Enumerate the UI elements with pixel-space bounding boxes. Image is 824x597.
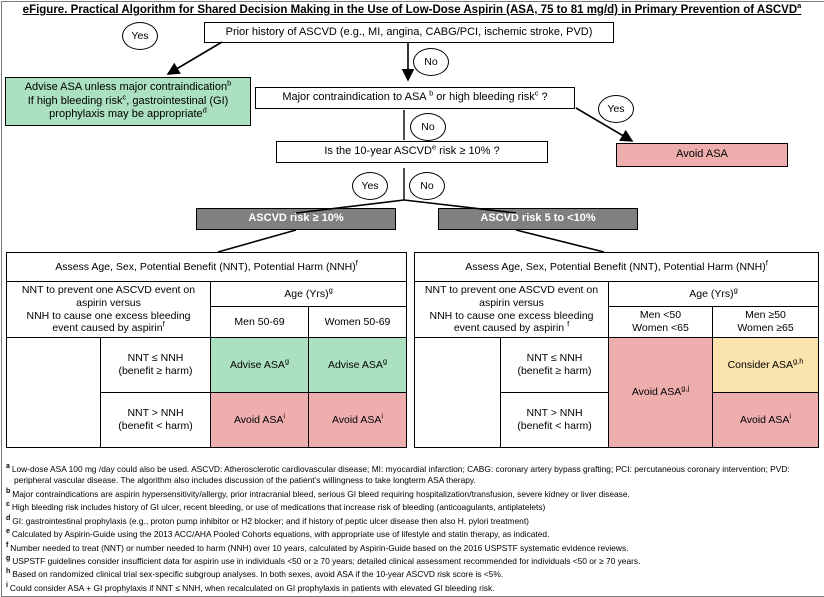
cell-advise-asa-women-50-69: Advise ASAg bbox=[309, 338, 407, 393]
right-table-header: Assess Age, Sex, Potential Benefit (NNT)… bbox=[415, 253, 819, 282]
table-intermediate-risk: Assess Age, Sex, Potential Benefit (NNT)… bbox=[414, 252, 819, 448]
table-row: NNT ≤ NNH (benefit ≥ harm) Advise ASAg A… bbox=[7, 338, 407, 393]
advise-line-2: If high bleeding riskc, gastrointestinal… bbox=[28, 95, 229, 109]
left-table-cond-benefit-lt-harm: NNT > NNH (benefit < harm) bbox=[101, 393, 211, 448]
footnote-text: USPSTF guidelines consider insufficient … bbox=[12, 556, 640, 566]
right-table-age-group-header: Age (Yrs)g bbox=[609, 282, 819, 307]
table-row: Assess Age, Sex, Potential Benefit (NNT)… bbox=[7, 253, 407, 282]
advise-line-3: prophylaxis may be appropriated bbox=[49, 108, 207, 122]
node-ten-year-risk-question[interactable]: Is the 10-year ASCVDe risk ≥ 10% ? bbox=[276, 141, 548, 163]
cell-consider-asa-older: Consider ASAg,h bbox=[713, 338, 819, 393]
cell-avoid-asa-younger-merged: Avoid ASAg,j bbox=[609, 338, 713, 448]
band-ascvd-risk-intermediate[interactable]: ASCVD risk 5 to <10% bbox=[438, 208, 638, 230]
node-avoid-asa-label: Avoid ASA bbox=[676, 148, 728, 162]
node-prior-history-label: Prior history of ASCVD (e.g., MI, angina… bbox=[226, 26, 593, 40]
footnote-f: f Number needed to treat (NNT) or number… bbox=[6, 541, 818, 554]
cell-avoid-asa-men-50-69: Avoid ASAi bbox=[211, 393, 309, 448]
branch-no-prior-history[interactable]: No bbox=[413, 48, 449, 76]
node-advise-asa-unless-contraindication[interactable]: Advise ASA unless major contraindication… bbox=[5, 77, 251, 126]
right-table-stub: NNT to prevent one ASCVD event on aspiri… bbox=[415, 282, 609, 338]
node-major-contraindication[interactable]: Major contraindication to ASA b or high … bbox=[255, 87, 575, 109]
right-table-cond-benefit-lt-harm: NNT > NNH (benefit < harm) bbox=[501, 393, 609, 448]
left-table-header: Assess Age, Sex, Potential Benefit (NNT)… bbox=[7, 253, 407, 282]
figure-title-text: eFigure. Practical Algorithm for Shared … bbox=[23, 4, 797, 16]
branch-yes-prior-history[interactable]: Yes bbox=[122, 22, 158, 50]
branch-yes-ten-year-risk[interactable]: Yes bbox=[352, 172, 388, 200]
right-table-blank-cell bbox=[415, 338, 501, 448]
node-major-contraindication-label: Major contraindication to ASA b or high … bbox=[282, 91, 547, 105]
footnote-h: h Based on randomized clinical trial sex… bbox=[6, 567, 818, 580]
footnote-text: GI: gastrointestinal prophylaxis (e.g., … bbox=[12, 515, 529, 525]
branch-label: Yes bbox=[131, 30, 148, 42]
left-table-blank-cell bbox=[7, 338, 101, 448]
band-label: ASCVD risk ≥ 10% bbox=[248, 212, 343, 226]
table-row: NNT to prevent one ASCVD event on aspiri… bbox=[415, 282, 819, 307]
footnote-text: Could consider ASA + GI prophylaxis if N… bbox=[10, 583, 495, 593]
footnote-e: e Calculated by Aspirin-Guide using the … bbox=[6, 527, 818, 540]
node-prior-history-ascvd[interactable]: Prior history of ASCVD (e.g., MI, angina… bbox=[204, 22, 614, 43]
left-table-col-men: Men 50-69 bbox=[211, 307, 309, 338]
footnote-d: d GI: gastrointestinal prophylaxis (e.g.… bbox=[6, 514, 818, 527]
right-table-cond-benefit-ge-harm: NNT ≤ NNH (benefit ≥ harm) bbox=[501, 338, 609, 393]
left-table-col-women: Women 50-69 bbox=[309, 307, 407, 338]
footnote-b: b Major contraindications are aspirin hy… bbox=[6, 487, 818, 500]
table-high-risk: Assess Age, Sex, Potential Benefit (NNT)… bbox=[6, 252, 407, 448]
footnote-text: Calculated by Aspirin-Guide using the 20… bbox=[12, 529, 550, 539]
band-ascvd-risk-high[interactable]: ASCVD risk ≥ 10% bbox=[196, 208, 396, 230]
cell-advise-asa-men-50-69: Advise ASAg bbox=[211, 338, 309, 393]
band-label: ASCVD risk 5 to <10% bbox=[480, 212, 595, 226]
footnote-text: High bleeding risk includes history of G… bbox=[12, 502, 546, 512]
footnote-text: Major contraindications are aspirin hype… bbox=[12, 488, 630, 498]
branch-yes-contraindication[interactable]: Yes bbox=[598, 95, 634, 123]
node-avoid-asa[interactable]: Avoid ASA bbox=[616, 143, 788, 167]
figure-title-marker: a bbox=[797, 1, 801, 10]
advise-line-1: Advise ASA unless major contraindication… bbox=[25, 81, 232, 95]
branch-label: Yes bbox=[361, 180, 378, 192]
table-row: NNT to prevent one ASCVD event on aspiri… bbox=[7, 282, 407, 307]
figure-title: eFigure. Practical Algorithm for Shared … bbox=[0, 4, 824, 16]
left-table-age-group-header: Age (Yrs)g bbox=[211, 282, 407, 307]
branch-label: No bbox=[421, 121, 434, 133]
cell-avoid-asa-older: Avoid ASAi bbox=[713, 393, 819, 448]
right-table-col-older: Men ≥50 Women ≥65 bbox=[713, 307, 819, 338]
footnote-text: Based on randomized clinical trial sex-s… bbox=[12, 569, 503, 579]
branch-label: Yes bbox=[607, 103, 624, 115]
table-row: NNT ≤ NNH (benefit ≥ harm) Avoid ASAg,j … bbox=[415, 338, 819, 393]
cell-avoid-asa-women-50-69: Avoid ASAi bbox=[309, 393, 407, 448]
left-table-stub: NNT to prevent one ASCVD event on aspiri… bbox=[7, 282, 211, 338]
left-table-cond-benefit-ge-harm: NNT ≤ NNH (benefit ≥ harm) bbox=[101, 338, 211, 393]
branch-no-contraindication[interactable]: No bbox=[410, 113, 446, 141]
footnote-g: g USPSTF guidelines consider insufficien… bbox=[6, 554, 818, 567]
footnote-i: i Could consider ASA + GI prophylaxis if… bbox=[6, 581, 818, 594]
footnote-text: Low-dose ASA 100 mg /day could also be u… bbox=[12, 464, 790, 485]
footnote-a: a Low-dose ASA 100 mg /day could also be… bbox=[6, 462, 818, 486]
branch-label: No bbox=[420, 180, 433, 192]
footnote-text: Number needed to treat (NNT) or number n… bbox=[10, 542, 628, 552]
footnote-c: c High bleeding risk includes history of… bbox=[6, 500, 818, 513]
right-table-col-younger: Men <50 Women <65 bbox=[609, 307, 713, 338]
table-row: Assess Age, Sex, Potential Benefit (NNT)… bbox=[415, 253, 819, 282]
branch-label: No bbox=[424, 56, 437, 68]
branch-no-ten-year-risk[interactable]: No bbox=[409, 172, 445, 200]
node-ten-year-risk-label: Is the 10-year ASCVDe risk ≥ 10% ? bbox=[324, 145, 499, 159]
footnotes-block: a Low-dose ASA 100 mg /day could also be… bbox=[6, 462, 818, 594]
